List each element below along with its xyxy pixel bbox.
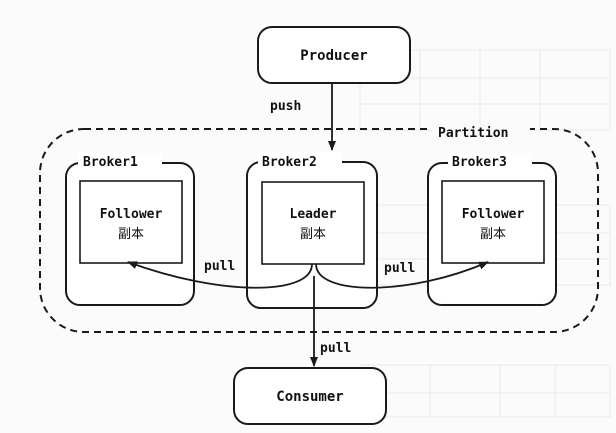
- broker1-name: Broker1: [83, 155, 138, 170]
- producer-node: Producer: [257, 26, 411, 84]
- broker3-replica-label: 副本: [480, 227, 506, 242]
- push-label: push: [270, 99, 301, 114]
- broker2-name: Broker2: [262, 155, 317, 170]
- pull-arrow-to-broker1: [127, 261, 313, 289]
- broker2-node: Broker2 Leader 副本: [246, 152, 378, 309]
- broker3-role: Follower: [462, 207, 525, 222]
- broker1-replica-label: 副本: [118, 227, 144, 242]
- partition-label-backdrop: [432, 124, 530, 138]
- broker3-replica-box: [441, 180, 545, 264]
- consumer-node: Consumer: [233, 367, 387, 425]
- partition-label: Partition: [438, 126, 508, 141]
- broker3-node: Broker3 Follower 副本: [427, 153, 557, 306]
- partition-boundary: [39, 128, 599, 333]
- broker1-node: Broker1 Follower 副本: [65, 153, 195, 306]
- pull-label-right: pull: [384, 261, 415, 276]
- pull-arrow-to-broker3: [315, 261, 489, 289]
- consumer-label: Consumer: [276, 389, 343, 405]
- pull-label-left: pull: [204, 259, 235, 274]
- broker2-replica-box: [261, 181, 365, 265]
- pull-label-down: pull: [320, 341, 351, 356]
- broker2-replica-label: 副本: [300, 227, 326, 242]
- broker2-role: Leader: [290, 207, 337, 222]
- broker1-role: Follower: [100, 207, 163, 222]
- producer-label: Producer: [300, 48, 367, 64]
- broker3-name: Broker3: [452, 155, 507, 170]
- broker1-replica-box: [79, 180, 183, 264]
